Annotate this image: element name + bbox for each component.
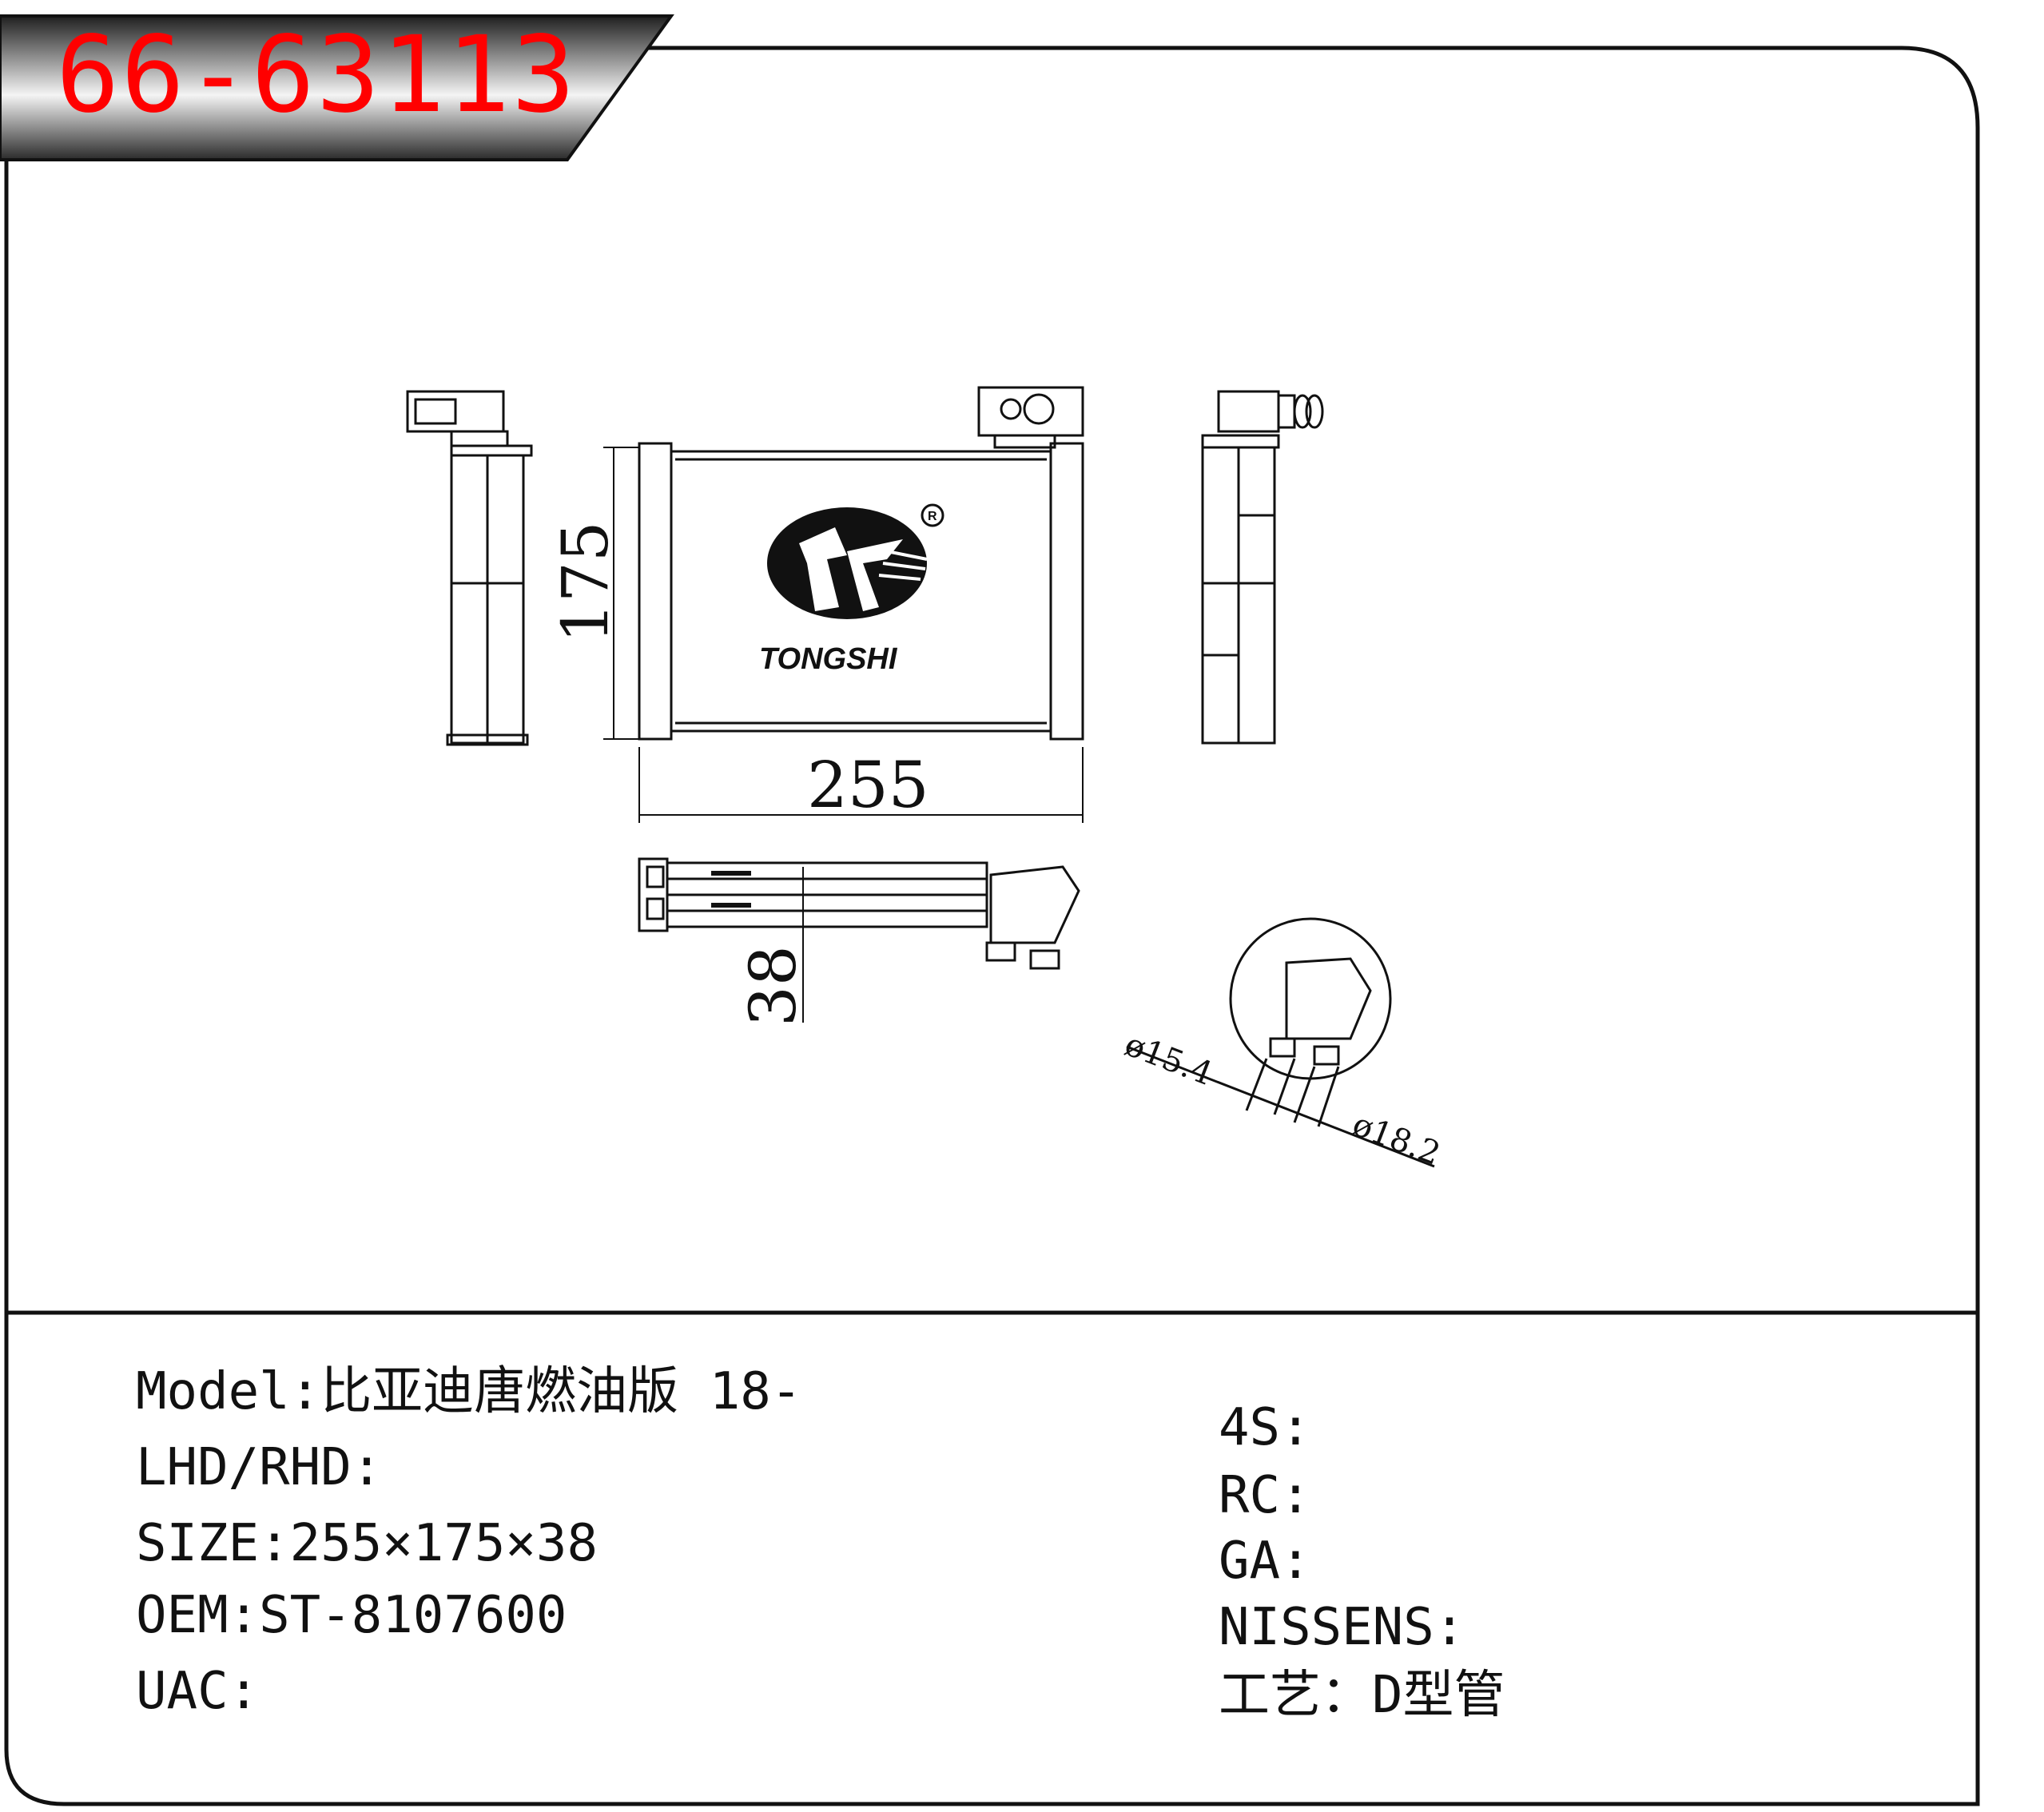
dim-pipe-large: ø18.2: [1347, 1106, 1445, 1172]
spec-size: SIZE:255×175×38: [136, 1514, 598, 1573]
side-view-left: [406, 390, 533, 746]
dim-width: 255: [807, 748, 929, 822]
outer-frame: [4, 46, 1980, 1806]
registered-mark: R: [928, 510, 937, 523]
dim-height: 175: [548, 521, 622, 643]
side-view-right: [1201, 390, 1324, 745]
spec-ga: GA:: [1219, 1532, 1311, 1591]
spec-lhd-rhd: LHD/RHD:: [136, 1438, 383, 1497]
spec-oem: OEM:ST-8107600: [136, 1586, 567, 1645]
spec-4s: 4S:: [1219, 1398, 1311, 1457]
registered-mark-icon: [921, 503, 944, 527]
dim-depth: 38: [736, 945, 810, 1027]
dim-pipe-small: ø15.4: [1119, 1026, 1217, 1092]
brand-wordmark: TONGSHI: [759, 642, 898, 676]
spec-nissens: NISSENS:: [1219, 1598, 1465, 1657]
pipe-detail-callout: [1126, 917, 1435, 1168]
spec-process: 工艺：D型管: [1219, 1666, 1505, 1725]
title-banner: [0, 14, 674, 161]
spec-rc: RC:: [1219, 1466, 1311, 1525]
tongshi-logo: [767, 503, 944, 619]
spec-model: Model:比亚迪唐燃油版 18-: [136, 1362, 802, 1421]
top-view: [638, 857, 1080, 970]
spec-uac: UAC:: [136, 1662, 260, 1721]
front-view: [638, 386, 1084, 741]
dimension-lines: [603, 447, 1084, 1023]
part-number-title: 66-63113: [56, 14, 577, 137]
